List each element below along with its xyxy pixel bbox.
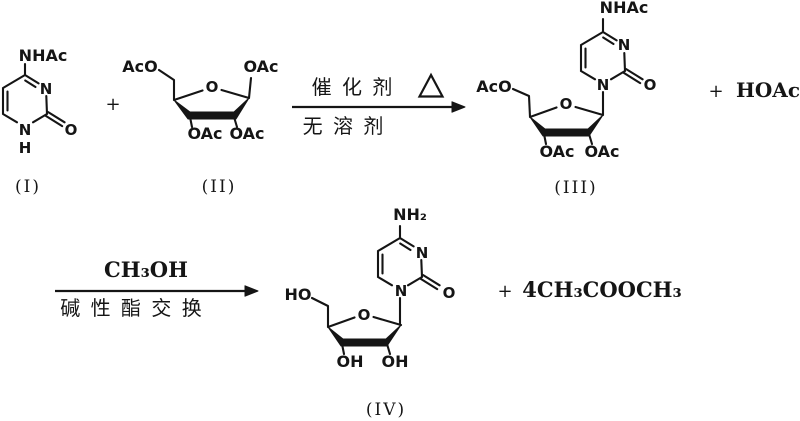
heat-triangle-icon: [417, 72, 445, 98]
compound-IV-c5-hydroxy-label: HO: [285, 285, 312, 304]
compound-III-c3-acetoxy-label: OAc: [539, 142, 574, 161]
compound-III-ring-wedge: [529, 114, 604, 137]
compound-II-skeleton: [157, 68, 253, 129]
byproduct-hoac-label: HOAc: [736, 78, 800, 102]
compound-II-ring-o-label: O: [206, 78, 219, 96]
compound-III-c5-acetoxy-label: AcO: [476, 77, 511, 96]
compound-II-structure: AcO OAc O OAc OAc (II): [122, 57, 278, 197]
reaction-arrow-1: 催 化 剂 无 溶 剂: [292, 72, 466, 138]
arrow-2-condition-top: CH₃OH: [104, 257, 188, 282]
compound-II-label: (II): [202, 177, 237, 197]
compound-II-c1-acetoxy-label: OAc: [243, 57, 278, 76]
compound-III-c2-acetoxy-label: OAc: [584, 142, 619, 161]
compound-II-ring-wedge: [173, 97, 250, 120]
compound-I-structure: NHAc N N H O (I): [1, 46, 78, 197]
compound-IV-ring-o-label: O: [358, 306, 371, 324]
compound-IV-structure: NH₂ N N O HO O OH OH (IV): [285, 205, 456, 420]
plus-sign-2: +: [708, 81, 723, 102]
byproduct-methyl-acetate-label: 4CH₃COOCH₃: [522, 277, 681, 302]
compound-I-n1-h-label: H: [19, 139, 32, 157]
compound-IV-ring-n3-label: N: [416, 244, 429, 262]
compound-IV-carbonyl-o-label: O: [443, 284, 456, 302]
compound-IV-skeleton: [310, 224, 441, 356]
compound-III-ring-n1-label: N: [597, 76, 610, 94]
arrow-2-head-icon: [244, 285, 259, 297]
reaction-arrow-2: CH₃OH 碱 性 酯 交 换: [55, 257, 259, 320]
compound-III-n-acetyl-label: NHAc: [600, 0, 649, 17]
compound-II-c5-acetoxy-label: AcO: [122, 57, 157, 76]
compound-IV-ring-n1-label: N: [395, 282, 408, 300]
arrow-1-condition-top: 催 化 剂: [312, 75, 395, 99]
compound-III-carbonyl-o-label: O: [644, 76, 657, 94]
compound-I-carbonyl-o-label: O: [65, 121, 78, 139]
compound-I-skeleton: [1, 62, 66, 128]
compound-III-label: (III): [554, 178, 597, 198]
compound-II-c2-acetoxy-label: OAc: [229, 124, 264, 143]
plus-sign-1: +: [105, 94, 120, 115]
compound-IV-c2-hydroxy-label: OH: [382, 352, 409, 371]
compound-III-skeleton: [511, 17, 644, 146]
arrow-1-condition-bottom: 无 溶 剂: [303, 114, 386, 138]
arrow-2-condition-bottom: 碱 性 酯 交 换: [60, 296, 203, 320]
compound-III-ring-n3-label: N: [618, 36, 631, 54]
compound-I-ring-n1-label: N: [19, 121, 32, 139]
compound-I-label: (I): [15, 177, 41, 197]
compound-I-ring-n3-label: N: [40, 80, 53, 98]
compound-III-structure: NHAc N N O AcO O OAc OAc (III): [476, 0, 656, 198]
compound-III-ring-o-label: O: [560, 95, 573, 113]
compound-I-n-acetyl-label: NHAc: [19, 46, 68, 65]
compound-IV-c3-hydroxy-label: OH: [337, 352, 364, 371]
compound-IV-amino-label: NH₂: [393, 205, 427, 224]
compound-II-c3-acetoxy-label: OAc: [187, 124, 222, 143]
compound-IV-ring-wedge: [327, 324, 402, 347]
compound-IV-label: (IV): [366, 400, 406, 420]
plus-sign-3: +: [497, 281, 512, 302]
arrow-1-head-icon: [451, 101, 466, 113]
